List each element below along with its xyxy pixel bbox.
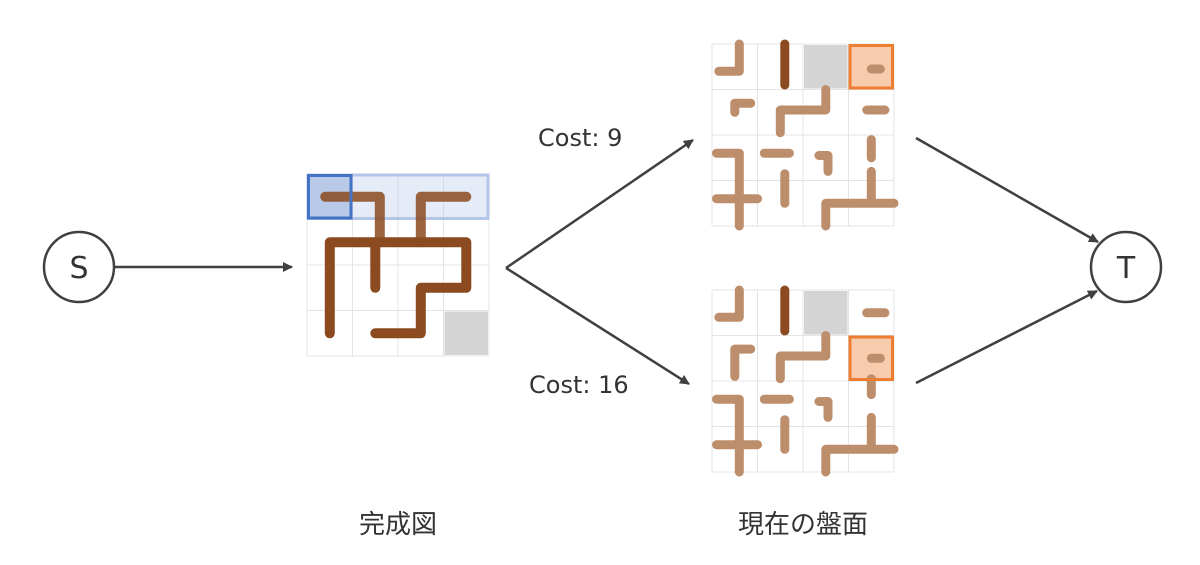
pipe-segment (324, 237, 472, 339)
target-node-label: T (1116, 251, 1136, 286)
pipe-segment (775, 331, 831, 384)
pipe-segment (712, 394, 744, 477)
current-board-lower (711, 285, 899, 477)
pipe-segment (821, 198, 899, 231)
pipe-segment (320, 191, 385, 248)
pipe-segment (712, 148, 744, 231)
selected-tile-border (307, 174, 353, 220)
pipe-segment (821, 444, 899, 477)
edge-to-upper-board (505, 138, 694, 270)
goal-board-caption: 完成図 (359, 510, 437, 540)
goal-board (306, 173, 490, 357)
selected-tile-border (848, 335, 894, 381)
start-node-circle (42, 230, 116, 304)
current-board-caption: 現在の盤面 (738, 510, 868, 540)
pipe-segment (814, 151, 833, 176)
edge-lower-to-target (915, 289, 1098, 385)
pipe-segment (775, 85, 831, 138)
pipe-segment (730, 344, 756, 381)
pipe-segment (415, 191, 472, 248)
pipe-segment (714, 285, 744, 322)
upper-cost-label: Cost: 9 (538, 124, 622, 152)
current-board-upper (711, 39, 899, 231)
start-node: S (42, 230, 116, 304)
pipe-segment (730, 98, 756, 117)
target-node: T (1089, 230, 1163, 304)
blank-tile (804, 291, 848, 335)
edge-upper-to-target (915, 136, 1099, 244)
blank-tile (804, 45, 848, 89)
pipe-segment (814, 397, 833, 422)
edge-to-lower-board (505, 266, 690, 386)
target-node-circle (1089, 230, 1163, 304)
pipe-segment (714, 39, 744, 76)
blank-tile (444, 311, 488, 355)
start-node-label: S (69, 251, 88, 286)
selected-tile-border (848, 44, 894, 90)
lower-cost-label: Cost: 16 (529, 371, 629, 399)
